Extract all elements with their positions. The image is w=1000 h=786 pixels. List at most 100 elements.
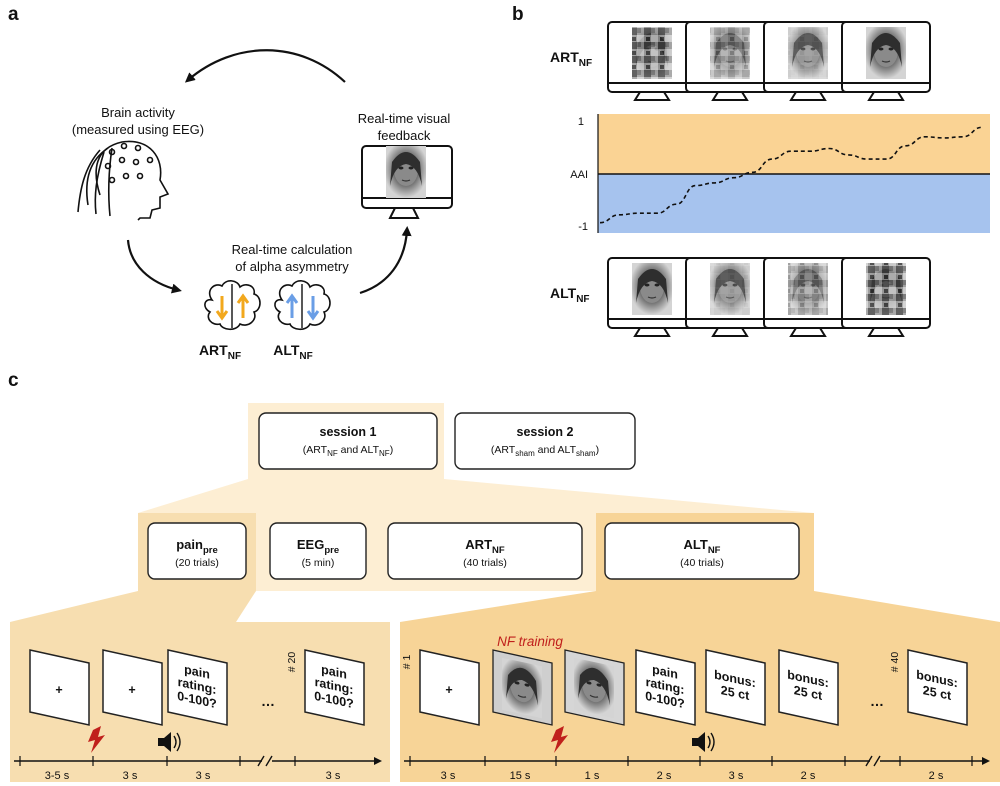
right-card-4: bonus:25 ct — [907, 649, 968, 726]
right-trial-expand — [400, 591, 1000, 622]
block-detail-2: (5 min) — [302, 557, 335, 569]
brain-icon-art — [204, 280, 261, 331]
panel-a-label: a — [8, 4, 19, 25]
right-duration-3: 1 s — [585, 770, 600, 782]
calc-text: Real-time calculation — [232, 242, 353, 257]
left-card-1: + — [29, 649, 90, 726]
feedback-text: Real-time visual — [358, 111, 451, 126]
feedback-text-2: feedback — [378, 128, 431, 143]
session-1-box — [258, 412, 438, 470]
left-timeline — [14, 755, 382, 767]
brain-activity-text: Brain activity — [101, 105, 175, 120]
block-boxes: painpre(20 trials)EEGpre(5 min)ARTNF(40 … — [147, 522, 800, 580]
aai-chart: 1 AAI -1 — [570, 114, 990, 233]
art-monitor-2 — [685, 21, 775, 101]
art-nf-label: ARTNF — [199, 342, 241, 362]
right-timeline — [404, 755, 990, 767]
left-trial-expand — [10, 591, 256, 622]
calc-text-2: of alpha asymmetry — [235, 259, 349, 274]
right-first-index: # 1 — [401, 655, 413, 670]
art-monitor-3 — [763, 21, 853, 101]
pain-stimulus-icon — [88, 726, 105, 753]
left-duration-1: 3-5 s — [45, 770, 70, 782]
art-monitor-row — [607, 21, 931, 101]
speaker-icon-right — [692, 732, 715, 752]
chart-y-bot: -1 — [578, 221, 588, 233]
svg-text:25 ct: 25 ct — [923, 683, 952, 703]
right-ellipsis: … — [870, 693, 884, 709]
eeg-head-icon — [77, 140, 170, 221]
brain-activity-text-2: (measured using EEG) — [72, 122, 204, 137]
panel-b-label: b — [512, 4, 524, 25]
block-box-2 — [269, 522, 367, 580]
block-title-2: EEGpre — [297, 537, 339, 556]
right-duration-5: 3 s — [729, 770, 744, 782]
right-duration-2: 15 s — [510, 770, 531, 782]
chart-lower-band — [598, 174, 990, 233]
chart-upper-band — [598, 114, 990, 174]
cycle-arrow-top — [184, 49, 346, 83]
svg-text:+: + — [128, 683, 135, 697]
svg-text:+: + — [445, 683, 452, 697]
alt-monitor-row — [607, 257, 931, 337]
right-card-1: + — [419, 649, 480, 726]
session-2-title: session 2 — [517, 425, 574, 439]
svg-text:pain: pain — [321, 662, 347, 681]
block-detail-4: (40 trials) — [680, 557, 724, 569]
art-monitor-1 — [607, 21, 697, 101]
left-duration-2: 3 s — [123, 770, 138, 782]
left-last-index: # 20 — [286, 652, 298, 673]
right-durations: 3 s 15 s 1 s 2 s 3 s 2 s 2 s — [441, 770, 944, 782]
block-box-4 — [604, 522, 800, 580]
chart-y-mid: AAI — [570, 169, 588, 181]
brain-icon-alt — [274, 280, 331, 331]
svg-text:pain: pain — [184, 662, 210, 681]
block-detail-1: (20 trials) — [175, 557, 219, 569]
nf-training-image — [492, 649, 553, 726]
alt-monitor-3 — [763, 257, 853, 337]
right-duration-7: 2 s — [929, 770, 944, 782]
block-detail-3: (40 trials) — [463, 557, 507, 569]
panel-b-alt-label: ALTNF — [550, 285, 590, 305]
alt-nf-label: ALTNF — [273, 342, 313, 362]
session-expand-band — [138, 479, 814, 513]
alt-monitor-1 — [607, 257, 697, 337]
nf-training-label: NF training — [497, 634, 563, 649]
svg-text:25 ct: 25 ct — [794, 683, 823, 703]
session-1-subtitle: (ARTNF and ALTNF) — [303, 444, 393, 458]
svg-text:25 ct: 25 ct — [721, 683, 750, 703]
svg-text:pain: pain — [652, 662, 678, 681]
left-ellipsis: … — [261, 693, 275, 709]
panel-c-label: c — [8, 370, 19, 391]
right-duration-1: 3 s — [441, 770, 456, 782]
block-title-3: ARTNF — [465, 537, 505, 556]
nf-feedback-image — [564, 649, 625, 726]
right-duration-4: 2 s — [657, 770, 672, 782]
session-2-box — [454, 412, 636, 470]
alt-monitor-4 — [841, 257, 931, 337]
alt-monitor-2 — [685, 257, 775, 337]
chart-y-top: 1 — [578, 116, 584, 128]
right-last-index: # 40 — [889, 652, 901, 673]
right-card-bonus-mid: bonus:25 ct — [778, 649, 839, 726]
left-card-2: + — [102, 649, 163, 726]
right-card-3: bonus:25 ct — [705, 649, 766, 726]
pain-stimulus-icon-right — [551, 726, 568, 753]
block-box-3 — [387, 522, 583, 580]
session-1-title: session 1 — [320, 425, 377, 439]
right-duration-6: 2 s — [801, 770, 816, 782]
panel-b-art-label: ARTNF — [550, 49, 592, 69]
cycle-arrow-right — [359, 226, 412, 295]
feedback-monitor-icon — [361, 145, 453, 219]
block-box-1 — [147, 522, 247, 580]
aai-series-line — [599, 126, 983, 224]
speaker-icon — [158, 732, 181, 752]
art-monitor-4 — [841, 21, 931, 101]
